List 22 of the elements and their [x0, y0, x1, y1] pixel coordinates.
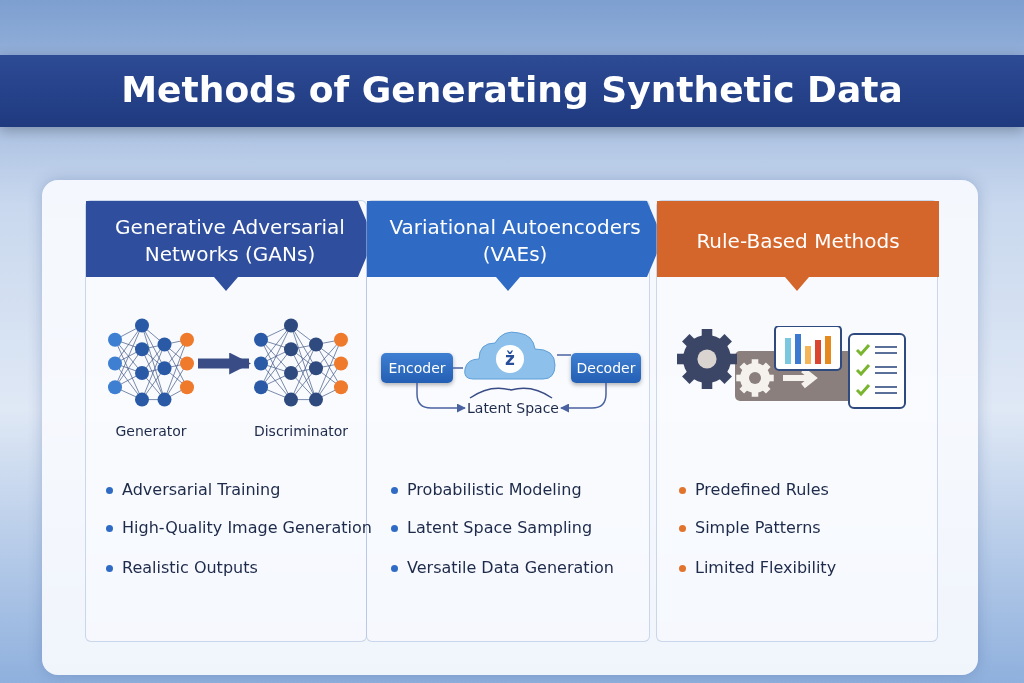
latent-space-label: Latent Space [467, 400, 559, 416]
arrow [416, 382, 466, 413]
bullet-item: Simple Patterns [679, 518, 821, 537]
arrow [560, 382, 607, 413]
title: Methods of Generating Synthetic Data [120, 69, 904, 110]
connector-line [452, 367, 464, 369]
bullet-item: Versatile Data Generation [391, 558, 614, 577]
decoder-box: Decoder [571, 353, 641, 383]
bullet-item: Predefined Rules [679, 480, 829, 499]
node-label: Generator [114, 423, 188, 439]
bullet-item: Probabilistic Modeling [391, 480, 582, 499]
column-panel [656, 200, 938, 642]
bullet-item: Realistic Outputs [106, 558, 258, 577]
connector-line [556, 354, 572, 356]
node-label: Discriminator [252, 423, 350, 439]
chevron-header: Rule-Based Methods [657, 201, 939, 293]
arrow [198, 352, 252, 375]
bullet-item: Limited Flexibility [679, 558, 837, 577]
bullet-item: High-Quality Image Generation [106, 518, 372, 537]
bullet-item: Adversarial Training [106, 480, 281, 499]
encoder-box: Encoder [381, 353, 453, 383]
bullet-item: Latent Space Sampling [391, 518, 593, 537]
